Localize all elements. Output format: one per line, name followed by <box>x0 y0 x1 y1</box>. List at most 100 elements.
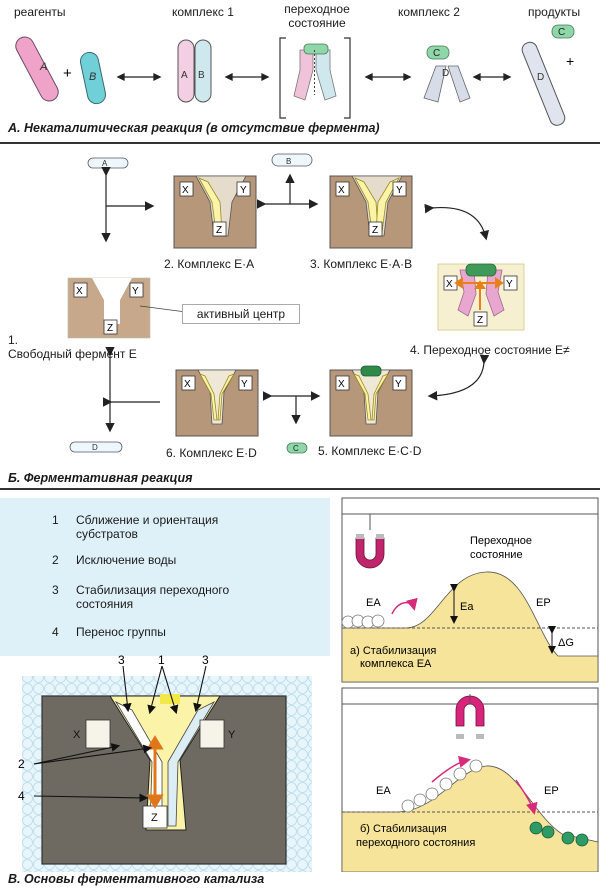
callout-2-line-b <box>33 744 153 765</box>
energy-b-caption-line1: б) Стабилизация <box>360 823 447 835</box>
energy-b-ep-label: EP <box>544 785 559 797</box>
branch-arrow-6-1 <box>102 346 160 433</box>
arrow-4-5 <box>427 354 490 401</box>
reagent-a-letter: A <box>39 61 47 73</box>
complex3-site-z: Z <box>372 225 378 236</box>
product-d-letter: D <box>537 72 544 83</box>
complex1-molecule <box>177 39 212 103</box>
complex3-site-x: X <box>338 185 345 196</box>
free-enzyme-number: 1. <box>8 333 19 347</box>
principle-2-number: 2 <box>52 553 59 567</box>
principle-2-line1: Исключение воды <box>76 553 177 567</box>
diagram-site-z: Z <box>151 812 158 824</box>
transition-state-enzyme-4 <box>437 263 525 331</box>
enzyme-complex-6 <box>175 369 259 437</box>
product-plus-sign: + <box>566 53 574 69</box>
complex1-b-letter: B <box>198 70 205 81</box>
complex6-site-x: X <box>184 379 191 390</box>
callout-2-line-a <box>33 743 121 765</box>
equilibrium-arrow-4 <box>472 72 512 82</box>
callout-1-line-b <box>161 665 179 715</box>
equilibrium-arrow-2 <box>224 72 270 82</box>
enzyme4-site-y: Y <box>506 279 513 290</box>
enzyme4-site-x: X <box>446 279 453 290</box>
callout-1-line-a <box>147 665 163 715</box>
section-a-title: А. Некаталитическая реакция (в отсутстви… <box>8 121 380 135</box>
principle-3-line2: состояния <box>76 597 134 611</box>
energy-transition-line2: состояние <box>470 549 523 561</box>
branch-arrow-5-6 <box>262 391 321 425</box>
transition-label-line1: переходное <box>284 2 350 16</box>
complex2-site-z: Z <box>216 225 222 236</box>
principle-3-line1: Стабилизация переходного <box>76 583 230 597</box>
callout-3-left: 3 <box>118 653 125 667</box>
callout-4: 4 <box>18 789 25 803</box>
principles-panel <box>0 498 330 656</box>
equilibrium-arrow-3 <box>364 72 412 82</box>
energy-a-activation: Ea <box>460 601 474 613</box>
reagent-b-letter: B <box>89 71 96 83</box>
complex1-label: комплекс 1 <box>172 5 234 19</box>
complex2-site-x: X <box>182 185 189 196</box>
complex2-molecule <box>423 45 471 103</box>
callout-1: 1 <box>158 653 165 667</box>
site-y-box <box>199 719 225 749</box>
diagram-site-y: Y <box>228 729 236 741</box>
reagents-label: реагенты <box>14 5 66 19</box>
reagent-a-molecule <box>15 36 59 102</box>
branch-arrow-1-2 <box>101 166 155 243</box>
enzyme1-site-z: Z <box>107 323 113 334</box>
enzyme-complex-2 <box>173 175 257 249</box>
section-a-drawing: A + B A B <box>15 24 575 126</box>
principle-1-line2: субстратов <box>76 527 138 541</box>
callout-4-line <box>33 793 149 803</box>
equilibrium-arrow-1 <box>116 72 162 82</box>
product-c-molecule <box>551 24 575 39</box>
transition-caption: 4. Переходное состояние E≠ <box>410 343 570 357</box>
free-enzyme-1 <box>67 277 187 339</box>
energy-a-dg: ΔG <box>558 637 574 649</box>
energy-b-caption-line2: переходного состояния <box>356 837 475 849</box>
arrow-3-4 <box>424 203 490 241</box>
complex2-site-y: Y <box>240 185 247 196</box>
branch-arrow-2-3 <box>256 173 319 209</box>
callout-2: 2 <box>18 757 25 771</box>
enzyme1-site-y: Y <box>132 286 139 297</box>
transition-bracket <box>279 37 351 119</box>
energy-b-ea-label: EA <box>376 785 391 797</box>
reagent-b-molecule <box>79 51 107 105</box>
complex6-caption: 6. Комплекс E·D <box>166 446 257 460</box>
energy-a-caption-line2: комплекса EA <box>360 658 432 670</box>
free-enzyme-caption: Свободный фермент E <box>8 347 137 361</box>
enzyme-complex-5 <box>329 365 413 437</box>
enzyme-complex-3 <box>329 175 413 249</box>
product-c-free <box>286 442 308 454</box>
section-v-title: В. Основы ферментативного катализа <box>8 872 265 886</box>
principle-3-number: 3 <box>52 583 59 597</box>
group-transfer-arrow <box>146 735 164 809</box>
plus-sign: + <box>63 65 72 82</box>
active-center-label: активный центр <box>182 304 300 324</box>
substrate-b-free <box>271 153 313 167</box>
site-x-box <box>85 719 111 749</box>
principle-4-line1: Перенос группы <box>76 625 166 639</box>
complex3-site-y: Y <box>396 185 403 196</box>
enzyme4-site-z: Z <box>477 315 483 326</box>
complex6-site-y: Y <box>241 379 248 390</box>
substrate-b-letter: B <box>286 157 291 166</box>
principle-1-number: 1 <box>52 513 59 527</box>
product-c-letter-b: C <box>293 444 299 453</box>
complex5-site-y: Y <box>395 379 402 390</box>
energy-transition-line1: Переходное <box>470 535 532 547</box>
complex2-c-letter: C <box>433 48 440 59</box>
products-label: продукты <box>528 5 581 19</box>
divider-b <box>0 488 600 490</box>
complex2-caption: 2. Комплекс E·A <box>164 257 255 271</box>
product-d-letter-b: D <box>92 443 98 452</box>
callout-3-right-line <box>193 665 207 713</box>
principle-4-number: 4 <box>52 625 59 639</box>
diagram-site-x: X <box>73 729 81 741</box>
complex2-label: комплекс 2 <box>398 5 460 19</box>
energy-panel-a <box>341 497 599 683</box>
product-d-free <box>69 441 123 453</box>
